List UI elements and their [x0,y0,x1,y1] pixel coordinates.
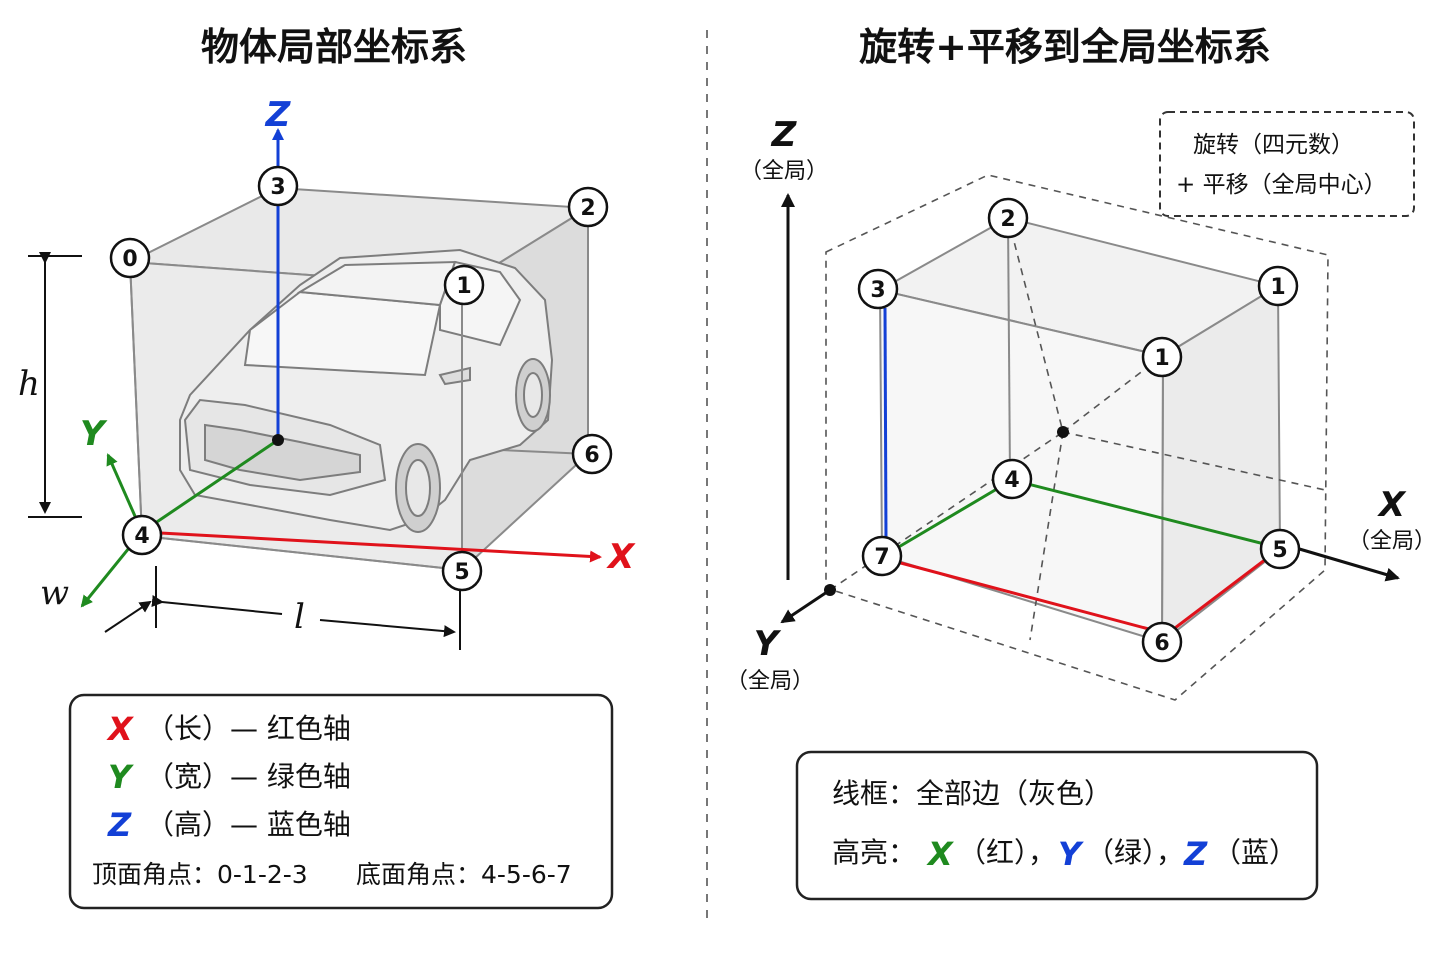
legend-hl-x: X [926,835,954,873]
svg-text:3: 3 [870,278,885,303]
gcorner-1-back: 1 [1257,265,1299,307]
svg-text:4: 4 [1004,468,1019,493]
gcorner-2: 2 [987,197,1029,239]
legend-hl-x-text: （红）， [958,836,1056,869]
local-axes: Z X Y [80,95,636,608]
corner-2: 2 [567,186,609,228]
corner-5: 5 [441,550,483,592]
legend-hl-z: Z [1183,835,1208,873]
svg-text:1: 1 [456,274,471,299]
z-edge-highlight [883,307,888,541]
width-dimension [104,600,152,633]
y-axis-label: Y [80,414,108,454]
global-origin-dot [824,584,836,596]
legend-hl-z-text: （蓝） [1213,836,1297,869]
svg-text:7: 7 [874,545,889,570]
corner-3: 3 [257,165,299,207]
corner-note-top: 顶面角点：0-1-2-3 [92,860,308,889]
x-axis-line [141,530,602,563]
gcorner-5: 5 [1259,528,1301,570]
left-legend: X （长）— 红色轴 Y （宽）— 绿色轴 Z （高）— 蓝色轴 顶面角点：0-… [68,693,614,910]
y-edge-highlight-2 [1011,478,1281,550]
right-legend: 线框：全部边（灰色） 高亮： X （红）， Y （绿）， Z （蓝） [795,750,1319,901]
x-edge-highlight-1 [896,560,1161,634]
global-z-label: Z [771,115,798,155]
length-label: l [294,597,305,637]
height-label: h [18,364,40,404]
legend-line-2-prefix: 高亮： [832,836,916,869]
left-title: 物体局部坐标系 [201,25,467,69]
legend-y-axis: Y [108,758,134,796]
legend-y-text: （宽）— 绿色轴 [146,760,351,793]
svg-text:3: 3 [270,175,285,200]
svg-text:5: 5 [1272,538,1287,563]
global-x-label: X [1377,485,1407,525]
gcorner-3: 3 [857,268,899,310]
transform-note: 旋转（四元数） + 平移（全局中心） [1159,111,1415,217]
global-y-axis [780,588,831,624]
note-line-1: 旋转（四元数） [1193,132,1354,158]
center-dot [1057,426,1069,438]
gcorner-1-front: 1 [1141,336,1183,378]
global-x-axis [1295,546,1400,582]
svg-text:1: 1 [1154,346,1169,371]
svg-text:6: 6 [1154,631,1169,656]
svg-text:0: 0 [122,247,137,272]
svg-text:2: 2 [580,196,595,221]
right-title: 旋转+平移到全局坐标系 [859,25,1271,69]
legend-x-text: （长）— 红色轴 [146,712,351,745]
legend-hl-y-text: （绿）， [1086,836,1184,869]
z-axis-label: Z [265,95,292,135]
svg-text:1: 1 [1270,275,1285,300]
legend-line-1: 线框：全部边（灰色） [832,777,1112,810]
gcorner-4: 4 [991,458,1033,500]
legend-x-axis: X [106,710,134,748]
corner-6: 6 [571,433,613,475]
length-dimension [151,566,461,650]
global-x-tag: （全局） [1348,529,1435,554]
corner-4: 4 [121,514,163,556]
global-z-tag: （全局） [740,159,828,184]
global-y-label: Y [754,624,782,664]
global-box [829,216,1326,645]
svg-text:5: 5 [454,560,469,585]
origin-dot [272,434,284,446]
x-edge-highlight-2 [1174,554,1271,630]
svg-text:6: 6 [584,443,599,468]
y-axis-inner [141,438,279,534]
left-panel: 物体局部坐标系 [18,25,636,910]
legend-hl-y: Y [1058,835,1084,873]
note-line-2: + 平移（全局中心） [1176,172,1387,198]
corner-1: 1 [443,264,485,306]
height-dimension [28,252,82,518]
x-axis-label: X [606,537,636,577]
svg-text:4: 4 [134,524,149,549]
corner-note-bottom: 底面角点：4-5-6-7 [356,860,572,889]
y-edge-highlight-1 [896,478,1013,550]
global-axes: Z （全局） X （全局） Y （全局） [726,115,1435,694]
gcorner-6: 6 [1141,621,1183,663]
global-y-tag: （全局） [726,669,814,694]
legend-z-text: （高）— 蓝色轴 [146,808,351,841]
corner-0: 0 [109,237,151,279]
legend-z-axis: Z [107,806,132,844]
width-label: w [40,573,69,613]
right-panel: 旋转+平移到全局坐标系 旋转（四元数） + 平移（全局中心） [726,25,1435,901]
svg-text:2: 2 [1000,207,1015,232]
gcorner-7: 7 [861,535,903,577]
